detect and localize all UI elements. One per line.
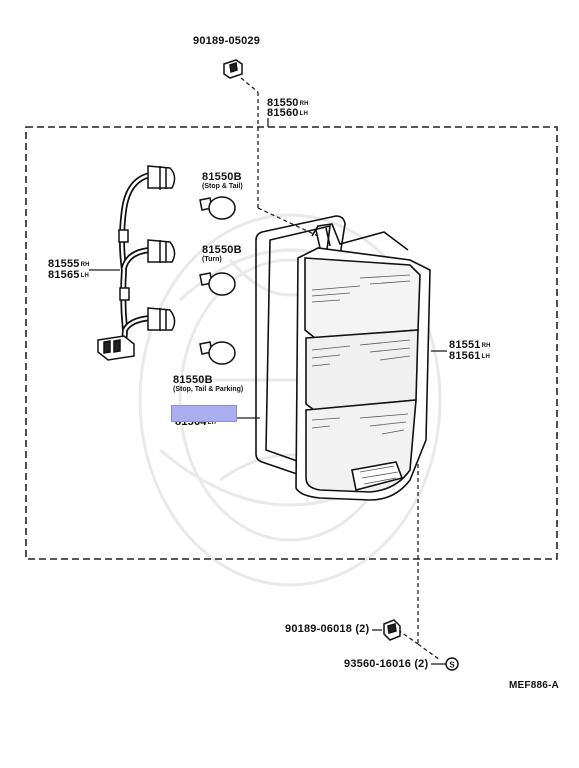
redacted-highlight[interactable] (171, 405, 237, 422)
part-number: 81561 (449, 350, 481, 362)
callout-bulb-parking: 81550B (173, 374, 213, 386)
part-number: 81555 (48, 258, 80, 270)
callout-lens-rh: 81551RH (449, 340, 491, 352)
callout-screw: 93560-16016 (2) (344, 659, 428, 670)
part-number: 81565 (48, 269, 80, 281)
side-suffix: LH (299, 111, 308, 117)
lamp-lens-housing[interactable] (295, 223, 431, 501)
side-suffix: LH (207, 420, 216, 426)
quantity: (2) (414, 658, 429, 670)
wiring-harness[interactable] (118, 172, 151, 347)
callout-bulb-parking-desc: (Stop, Tail & Parking) (173, 386, 244, 393)
callout-socket-rh: 81555RH (48, 259, 90, 271)
callout-nut: 90189-06018 (2) (285, 624, 369, 635)
callout-lamp-lh: 81560LH (267, 108, 308, 120)
callout-bulb-stop-tail: 81550B (202, 171, 242, 183)
callout-bulb-turn: 81550B (202, 244, 242, 256)
callout-lens-lh: 81561LH (449, 351, 490, 363)
part-number: 90189-06018 (285, 623, 353, 635)
part-number: 81551 (449, 339, 481, 351)
bulb-socket-icon[interactable] (147, 165, 176, 331)
nut-icon[interactable] (383, 619, 401, 641)
part-number: 93560-16016 (344, 658, 412, 670)
quantity: (2) (355, 623, 370, 635)
connector-icon[interactable] (97, 335, 135, 361)
callout-gasket-lh: 81564LH (175, 417, 216, 429)
bulb-icon[interactable] (199, 196, 236, 365)
screw-icon[interactable]: S (445, 657, 459, 671)
callout-top-bolt: 90189-05029 (193, 35, 261, 47)
callout-bulb-turn-desc: (Turn) (202, 256, 222, 263)
side-suffix: LH (80, 273, 89, 279)
side-suffix: RH (299, 101, 309, 107)
svg-text:S: S (449, 661, 455, 670)
callout-lamp-rh: 81550RH (267, 98, 309, 110)
assembly-boundary (25, 126, 558, 560)
side-suffix: RH (481, 343, 491, 349)
part-number: 81564 (175, 416, 207, 428)
diagram-code: MEF886-A (509, 680, 559, 691)
part-number: 81560 (267, 107, 299, 119)
callout-bulb-stop-tail-desc: (Stop & Tail) (202, 183, 243, 190)
bolt-icon[interactable] (223, 59, 243, 79)
callout-socket-lh: 81565LH (48, 270, 89, 282)
part-number: 81550 (267, 97, 299, 109)
side-suffix: LH (481, 354, 490, 360)
side-suffix: RH (80, 262, 90, 268)
